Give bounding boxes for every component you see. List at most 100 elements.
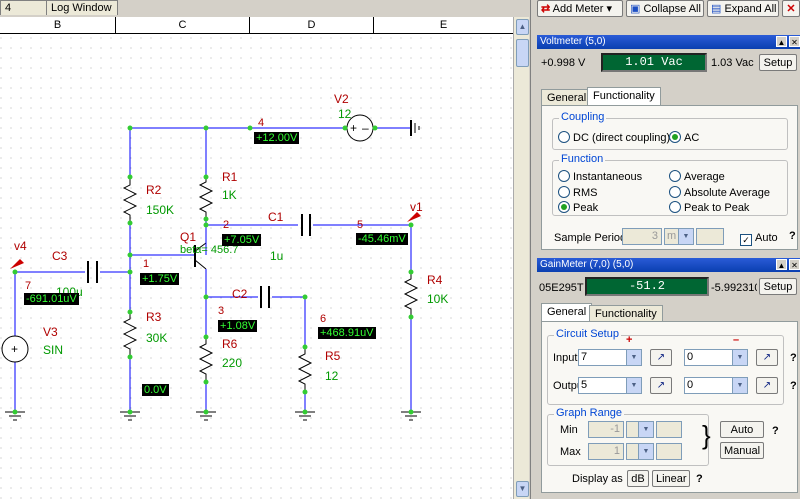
r6-value: 220 — [222, 356, 243, 370]
input-negative-probe-icon[interactable]: ↗ — [756, 349, 778, 366]
function-p2p-label: Peak to Peak — [684, 202, 750, 214]
gainmeter-tab-functionality[interactable]: Functionality — [589, 305, 663, 322]
svg-text:+: + — [11, 342, 18, 356]
voltmeter-help-icon[interactable]: ? — [789, 230, 796, 242]
output-negative-select[interactable]: 0▼ — [684, 377, 748, 394]
node-2-label: 2 — [223, 219, 230, 231]
radio-icon — [669, 186, 681, 198]
chevron-down-icon: ▼ — [732, 350, 747, 365]
coupling-dc-radio[interactable]: DC (direct coupling) — [558, 131, 670, 144]
function-absavg-radio[interactable]: Absolute Average — [669, 186, 770, 199]
sample-period-input[interactable]: 3 — [622, 228, 662, 245]
min-input[interactable]: -1 — [588, 421, 624, 438]
document-tabstrip: 4 Graph Log Window — [0, 0, 528, 28]
collapse-all-button[interactable]: ▣ Collapse All — [626, 0, 704, 17]
v3-label: V3 — [43, 325, 58, 339]
column-header-b: B — [0, 17, 116, 34]
auto-checkbox[interactable]: ✓Auto — [740, 232, 778, 246]
min-label: Min — [560, 424, 578, 436]
gainmeter-close-icon[interactable]: ✕ — [789, 259, 800, 270]
c3-label: C3 — [52, 249, 68, 263]
output-negative-probe-icon[interactable]: ↗ — [756, 377, 778, 394]
max-unit-select[interactable]: ▼ — [626, 443, 654, 460]
schematic-canvas[interactable]: B C D E — [0, 17, 513, 499]
voltmeter-left-value: +0.998 V — [541, 57, 586, 69]
collapse-all-label: Collapse All — [643, 3, 701, 15]
range-brace-icon: } — [702, 420, 711, 450]
function-p2p-radio[interactable]: Peak to Peak — [669, 201, 749, 214]
column-header-e: E — [374, 17, 513, 34]
q1-label: Q1 — [180, 230, 197, 244]
v3-value: SIN — [43, 343, 64, 357]
min-unit-select[interactable]: ▼ — [626, 421, 654, 438]
voltmeter-setup-button[interactable]: Setup — [759, 54, 797, 71]
input-positive-probe-icon[interactable]: ↗ — [650, 349, 672, 366]
r4-value: 10K — [427, 292, 449, 306]
scroll-thumb[interactable] — [516, 39, 529, 67]
voltmeter-close-icon[interactable]: ✕ — [789, 36, 800, 47]
input-negative-select[interactable]: 0▼ — [684, 349, 748, 366]
gainmeter-titlebar[interactable]: GainMeter (7,0) (5,0) ▲ ✕ — [537, 258, 800, 272]
circuit-help-icon-2[interactable]: ? — [790, 380, 797, 392]
scroll-down-icon[interactable]: ▼ — [516, 481, 529, 497]
expand-all-button[interactable]: ▤ Expand All — [707, 0, 779, 17]
function-average-radio[interactable]: Average — [669, 170, 725, 183]
checkbox-checked-icon: ✓ — [740, 234, 752, 246]
max-spinner[interactable] — [656, 443, 682, 460]
node-3-label: 3 — [218, 305, 225, 317]
display-help-icon[interactable]: ? — [696, 473, 703, 485]
function-peak-radio[interactable]: Peak — [558, 201, 598, 214]
voltmeter-tab-body: Coupling DC (direct coupling) AC Functio… — [541, 105, 798, 250]
max-input[interactable]: 1 — [588, 443, 624, 460]
sample-spinner[interactable] — [696, 228, 724, 245]
radio-icon — [669, 170, 681, 182]
chevron-down-icon: ▼ — [626, 350, 641, 365]
display-linear-button[interactable]: Linear — [652, 470, 690, 487]
range-manual-button[interactable]: Manual — [720, 442, 764, 459]
gainmeter-setup-button[interactable]: Setup — [759, 278, 797, 295]
scroll-up-icon[interactable]: ▲ — [516, 19, 529, 35]
chevron-down-icon: ▼ — [678, 229, 693, 244]
output-positive-probe-icon[interactable]: ↗ — [650, 377, 672, 394]
voltmeter-tab-functionality[interactable]: Functionality — [587, 87, 661, 106]
gainmeter-collapse-icon[interactable]: ▲ — [776, 259, 787, 270]
coupling-ac-label: AC — [684, 132, 700, 144]
sample-period-label: Sample Period — [554, 232, 627, 244]
sample-unit-select[interactable]: m▼ — [664, 228, 694, 245]
input-negative-value: 0 — [687, 351, 694, 363]
r2-label: R2 — [146, 183, 162, 197]
tab-log-window[interactable]: Log Window — [46, 0, 118, 15]
expand-all-label: Expand All — [724, 3, 777, 15]
voltmeter-titlebar[interactable]: Voltmeter (5,0) ▲ ✕ — [537, 35, 800, 49]
range-auto-button[interactable]: Auto — [720, 421, 764, 438]
coupling-label: Coupling — [559, 111, 607, 123]
tab-graph[interactable]: 4 Graph — [0, 0, 48, 28]
function-rms-radio[interactable]: RMS — [558, 186, 597, 199]
schematic-scrollbar[interactable]: ▲ ▼ — [513, 17, 529, 499]
v1-probe-label: v1 — [410, 200, 423, 214]
input-positive-select[interactable]: 7▼ — [578, 349, 642, 366]
voltmeter-title: Voltmeter (5,0) — [540, 36, 606, 47]
gainmeter-tab-general[interactable]: General — [541, 303, 593, 322]
schematic-drawing: + – + — [0, 34, 513, 499]
readout-ground: 0.0V — [142, 384, 169, 396]
coupling-ac-radio[interactable]: AC — [669, 131, 699, 144]
add-meter-button[interactable]: ⇄ Add Meter ▾ — [537, 0, 623, 17]
coupling-group: Coupling DC (direct coupling) AC — [552, 111, 788, 150]
voltmeter-collapse-icon[interactable]: ▲ — [776, 36, 787, 47]
range-help-icon[interactable]: ? — [772, 425, 779, 437]
circuit-help-icon[interactable]: ? — [790, 352, 797, 364]
chevron-down-icon: ▼ — [626, 378, 641, 393]
output-positive-select[interactable]: 5▼ — [578, 377, 642, 394]
function-instantaneous-radio[interactable]: Instantaneous — [558, 170, 642, 183]
function-instantaneous-label: Instantaneous — [573, 171, 643, 183]
plus-icon: + — [626, 334, 633, 346]
display-db-button[interactable]: dB — [627, 470, 649, 487]
radio-selected-icon — [558, 201, 570, 213]
close-panel-button[interactable]: ✕ — [782, 0, 800, 17]
voltmeter-tab-general[interactable]: General — [541, 89, 593, 106]
min-spinner[interactable] — [656, 421, 682, 438]
r5-value: 12 — [325, 369, 339, 383]
radio-icon — [558, 186, 570, 198]
function-average-label: Average — [684, 171, 725, 183]
